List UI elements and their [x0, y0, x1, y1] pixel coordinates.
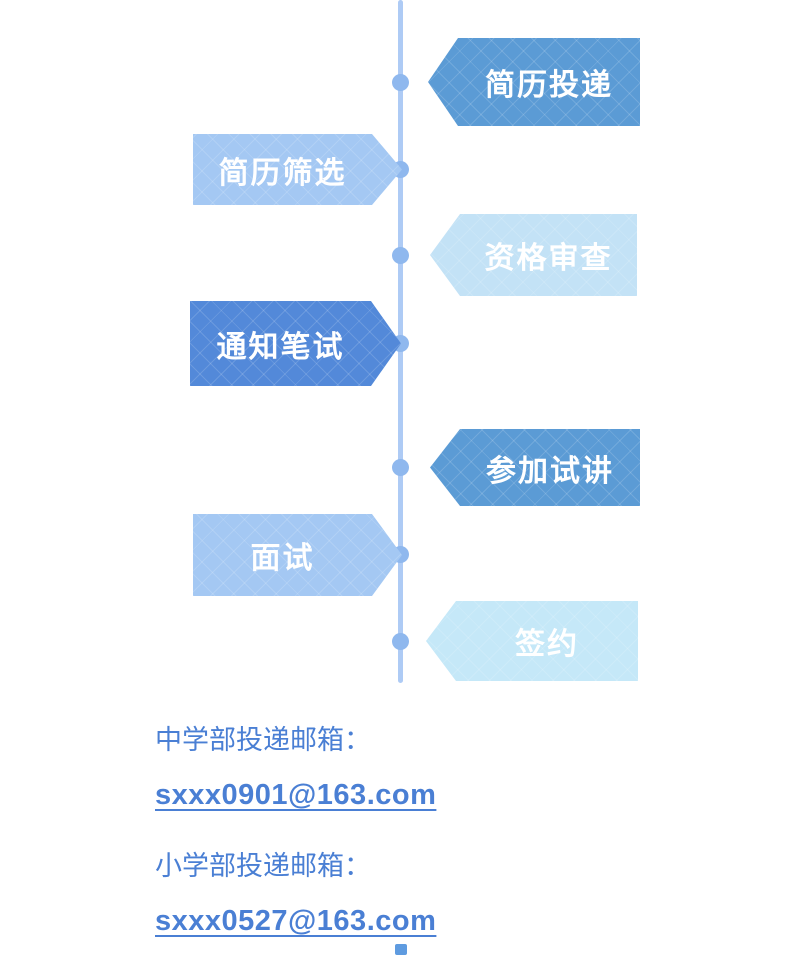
primary-school-email-link[interactable]: sxxx0527@163.com: [155, 905, 437, 937]
step-banner-written-test-notice: 通知笔试: [190, 301, 401, 386]
step-banner-qualification-review: 资格审查: [430, 214, 637, 296]
step-banner-resume-screening: 简历筛选: [193, 134, 402, 205]
step-label: 简历筛选: [218, 156, 347, 190]
middle-school-email-link[interactable]: sxxx0901@163.com: [155, 779, 437, 811]
timeline-dot: [392, 247, 409, 264]
timeline-dot: [392, 74, 409, 91]
step-banner-signing: 签约: [426, 601, 638, 681]
timeline-dot: [392, 633, 409, 650]
middle-school-email-label: 中学部投递邮箱：: [155, 725, 371, 755]
step-banner-interview: 面试: [193, 514, 402, 596]
step-label: 简历投递: [485, 69, 613, 102]
step-banner-resume-submission: 简历投递: [428, 38, 640, 126]
timeline-dot: [392, 335, 409, 352]
step-label: 面试: [250, 542, 315, 575]
step-label: 资格审查: [484, 242, 613, 275]
timeline-dot: [392, 161, 409, 178]
step-label: 签约: [515, 628, 579, 661]
timeline-dot: [392, 546, 409, 563]
contact-section: 中学部投递邮箱： sxxx0901@163.com 小学部投递邮箱： sxxx0…: [155, 718, 436, 955]
primary-school-email-label: 小学部投递邮箱：: [155, 851, 371, 881]
timeline-dot: [392, 459, 409, 476]
timeline-bottom-segment: [395, 944, 407, 955]
step-label: 通知笔试: [216, 330, 345, 364]
step-label: 参加试讲: [486, 454, 614, 488]
step-banner-trial-lecture: 参加试讲: [430, 429, 640, 506]
